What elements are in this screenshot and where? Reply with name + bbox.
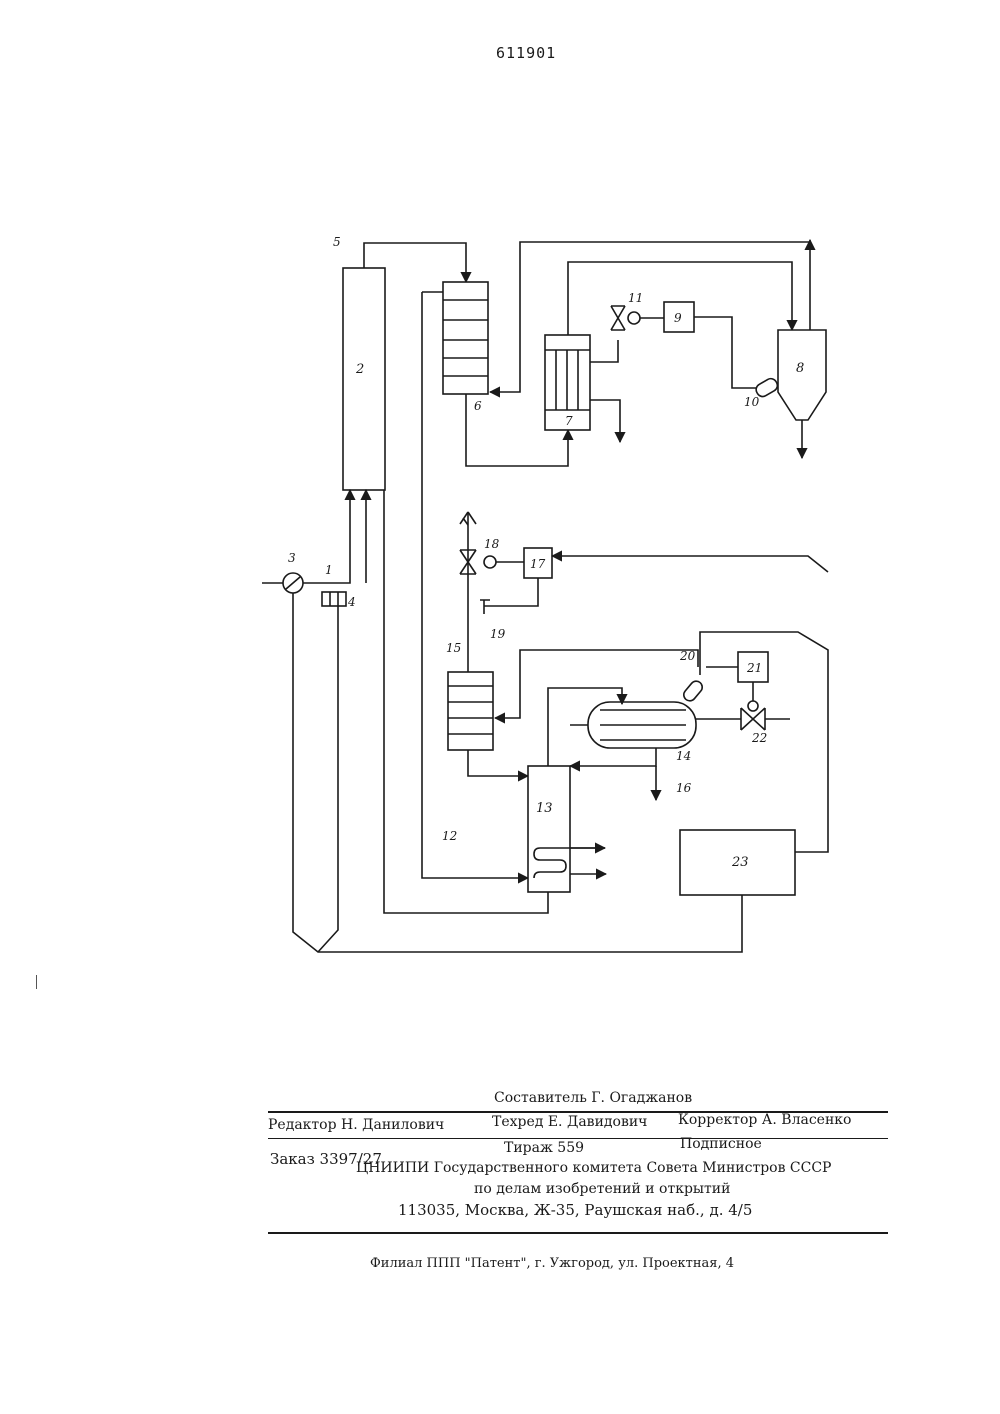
- valve-18: [460, 550, 496, 574]
- label-1: 1: [325, 563, 333, 577]
- circulation-line: Тираж 559: [504, 1140, 584, 1156]
- signal-17: [484, 578, 538, 606]
- label-18: 18: [484, 537, 500, 551]
- label-5: 5: [333, 235, 341, 249]
- label-6: 6: [474, 399, 482, 413]
- line-return-6: [490, 242, 810, 392]
- label-21: 21: [746, 661, 762, 675]
- column-2: [343, 268, 385, 490]
- label-14: 14: [676, 749, 691, 763]
- heat-exchanger-15: [448, 672, 493, 750]
- label-22: 22: [751, 731, 767, 745]
- cooling-out: [590, 400, 620, 442]
- label-23: 23: [731, 855, 749, 870]
- address-line: 113035, Москва, Ж-35, Раушская наб., д. …: [398, 1201, 752, 1219]
- sensor-20: [681, 679, 704, 704]
- label-15: 15: [446, 641, 461, 655]
- label-16: 16: [676, 781, 692, 795]
- label-11: 11: [628, 291, 643, 305]
- compiler-line: Составитель Г. Огаджанов: [494, 1090, 692, 1106]
- footer-rule: [268, 1232, 888, 1234]
- label-20: 20: [679, 649, 696, 663]
- label-9: 9: [674, 311, 682, 325]
- editor-line: Редактор Н. Данилович: [268, 1117, 444, 1133]
- label-4: 4: [347, 595, 356, 609]
- sensor-4: [322, 592, 346, 606]
- label-7: 7: [565, 414, 573, 428]
- org-line-2: по делам изобретений и открытий: [474, 1181, 730, 1197]
- branch-line: Филиал ППП "Патент", г. Ужгород, ул. Про…: [370, 1256, 734, 1271]
- scan-mark: [36, 975, 37, 989]
- label-2: 2: [355, 362, 364, 377]
- line-14-13: [570, 748, 656, 766]
- label-17: 17: [530, 557, 546, 571]
- label-8: 8: [796, 361, 804, 376]
- signal-line-4: [318, 606, 338, 952]
- line-15-13: [468, 750, 528, 776]
- org-line-1: ЦНИИПИ Государственного комитета Совета …: [356, 1160, 831, 1176]
- valve-11: [611, 306, 640, 330]
- label-13: 13: [536, 801, 553, 816]
- signal-23-17: [552, 556, 828, 572]
- editor-rule: [268, 1111, 888, 1113]
- signal-9-10: [694, 317, 758, 388]
- signal-line-23: [293, 593, 742, 952]
- techred-line: Техред Е. Давидович: [492, 1114, 647, 1130]
- label-3: 3: [288, 551, 296, 565]
- heat-exchanger-14: [588, 702, 696, 748]
- heat-exchanger-6: [443, 282, 488, 394]
- label-19: 19: [490, 627, 506, 641]
- label-12: 12: [442, 829, 457, 843]
- label-10: 10: [744, 395, 760, 409]
- cooling-in: [590, 340, 618, 362]
- order-rule: [268, 1138, 888, 1139]
- corrector-line: Корректор А. Власенко: [678, 1112, 851, 1128]
- vessel-13: [528, 766, 570, 892]
